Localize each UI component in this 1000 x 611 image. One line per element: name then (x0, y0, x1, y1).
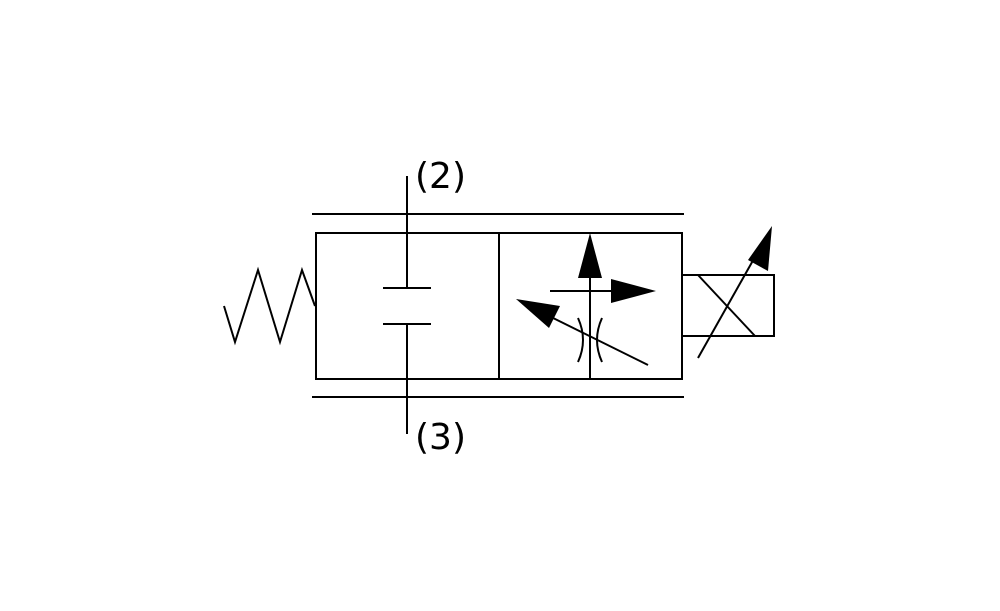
adjust-arrow-head (516, 299, 560, 328)
flow-arrow-up (578, 233, 602, 278)
throttle-left-arc (577, 317, 584, 363)
solenoid-variable-line (697, 247, 761, 359)
flow-arrow-right (611, 279, 656, 303)
adjust-diagonal-line (544, 313, 649, 366)
spring-symbol (223, 266, 316, 346)
solenoid-variable-arrow (748, 226, 772, 271)
port-3-label: (3) (415, 417, 466, 458)
port-2-label: (2) (415, 156, 466, 197)
